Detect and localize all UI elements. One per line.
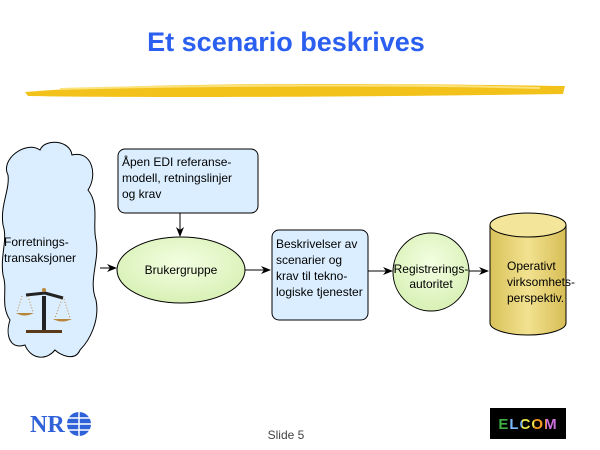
description-line1: Beskrivelser av — [276, 237, 357, 251]
yellow-brush-underline — [25, 84, 565, 98]
svg-text:Forretnings-: Forretnings- — [4, 235, 69, 249]
registration-authority-circle: Registrerings- autoritet — [392, 232, 470, 312]
elcom-logo-text: ELCOM — [498, 416, 557, 433]
reference-box-line1: Åpen EDI referanse- — [122, 154, 231, 169]
scales-of-justice-icon — [16, 288, 72, 333]
elcom-logo: ELCOM — [490, 408, 566, 439]
user-group-label: Brukergruppe — [145, 263, 218, 277]
operative-line1: Operativt — [507, 259, 556, 273]
description-line3: krav til tekno- — [276, 269, 347, 283]
reference-model-box: Åpen EDI referanse- modell, retningslinj… — [117, 148, 259, 214]
operative-perspective-cylinder: Operativt virksomhets- perspektiv. — [489, 212, 575, 336]
description-line2: scenarier og — [276, 253, 342, 267]
reference-box-line3: og krav — [122, 187, 161, 201]
connector-arrows — [100, 213, 489, 275]
registration-line2: autoritet — [409, 277, 453, 291]
user-group-ellipse: Brukergruppe — [116, 236, 246, 304]
business-transactions-cloud: Forretnings- transaksjoner — [1, 141, 98, 358]
description-line4: logiske tjenester — [276, 285, 363, 299]
svg-text:transaksjoner: transaksjoner — [4, 251, 76, 265]
reference-box-line2: modell, retningslinjer — [122, 171, 232, 185]
operative-line3: perspektiv. — [507, 291, 564, 305]
operative-line2: virksomhets- — [507, 275, 575, 289]
slide-number: Slide 5 — [268, 428, 305, 442]
nr-logo: NR — [30, 412, 92, 438]
nr-logo-text: NR — [30, 412, 65, 438]
description-box: Beskrivelser av scenarier og krav til te… — [271, 229, 369, 321]
slide-title: Et scenario beskrives — [147, 27, 425, 57]
registration-line1: Registrerings- — [394, 262, 469, 276]
cloud-label-line1: Forretnings- — [4, 235, 69, 249]
cloud-label-line2: transaksjoner — [4, 251, 76, 265]
